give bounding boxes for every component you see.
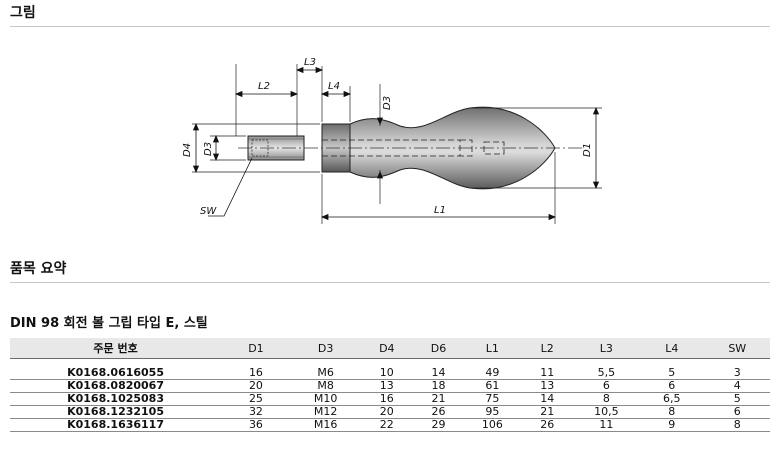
table-row: K0168.0820067 20 M8 13 18 61 13 6 6 4 xyxy=(10,379,770,393)
dim-label-d3-left: D3 xyxy=(203,142,214,156)
dim-label-d1: D1 xyxy=(582,143,593,157)
cell-l1: 106 xyxy=(463,418,521,432)
table-row: K0168.0616055 16 M6 10 14 49 11 5,5 5 3 xyxy=(10,367,770,380)
cell-l3: 5,5 xyxy=(573,367,640,380)
cell-d4: 16 xyxy=(360,392,414,406)
dim-label-l2: L2 xyxy=(258,81,270,92)
col-header-sw: SW xyxy=(704,338,770,359)
technical-drawing: L3 L2 L4 D3 D4 D3 D1 SW L1 xyxy=(182,57,602,224)
cell-d6: 26 xyxy=(413,405,464,419)
cell-order-number: K0168.0616055 xyxy=(10,367,222,380)
col-header-l2: L2 xyxy=(520,338,574,359)
dim-label-d4: D4 xyxy=(182,143,193,157)
product-title: DIN 98 회전 볼 그립 타입 E, 스틸 xyxy=(10,316,208,331)
dim-label-l1: L1 xyxy=(434,205,446,216)
cell-l2: 11 xyxy=(520,367,574,380)
cell-sw: 6 xyxy=(704,405,770,419)
dim-label-sw: SW xyxy=(200,206,217,217)
col-header-l1: L1 xyxy=(463,338,521,359)
cell-l4: 6 xyxy=(639,379,705,393)
cell-order-number: K0168.1232105 xyxy=(10,405,222,419)
cell-l1: 61 xyxy=(463,379,521,393)
col-header-l3: L3 xyxy=(573,338,640,359)
table-row: K0168.1025083 25 M10 16 21 75 14 8 6,5 5 xyxy=(10,392,770,406)
cell-l3: 8 xyxy=(573,392,640,406)
col-header-d3: D3 xyxy=(290,338,361,359)
col-header-d6: D6 xyxy=(413,338,464,359)
cell-order-number: K0168.1025083 xyxy=(10,392,222,406)
cell-d6: 21 xyxy=(413,392,464,406)
cell-d6: 29 xyxy=(413,418,464,432)
cell-sw: 8 xyxy=(704,418,770,432)
cell-l3: 6 xyxy=(573,379,640,393)
cell-l4: 5 xyxy=(639,367,705,380)
table-row: K0168.1232105 32 M12 20 26 95 21 10,5 8 … xyxy=(10,405,770,419)
col-header-d4: D4 xyxy=(360,338,414,359)
cell-d4: 13 xyxy=(360,379,414,393)
cell-d4: 20 xyxy=(360,405,414,419)
cell-l4: 8 xyxy=(639,405,705,419)
cell-l2: 14 xyxy=(520,392,574,406)
cell-d3: M12 xyxy=(290,405,361,419)
cell-order-number: K0168.0820067 xyxy=(10,379,222,393)
dimension-lines xyxy=(192,66,600,221)
cell-l2: 26 xyxy=(520,418,574,432)
dim-label-l4: L4 xyxy=(328,81,340,92)
cell-d4: 22 xyxy=(360,418,414,432)
col-header-d1: D1 xyxy=(221,338,291,359)
col-header-order-number: 주문 번호 xyxy=(10,338,222,359)
cell-d6: 18 xyxy=(413,379,464,393)
cell-l4: 9 xyxy=(639,418,705,432)
table-header-row: 주문 번호 D1 D3 D4 D6 L1 L2 L3 L4 SW xyxy=(10,338,770,359)
cell-d4: 10 xyxy=(360,367,414,380)
extension-lines xyxy=(192,64,602,224)
cell-l2: 21 xyxy=(520,405,574,419)
col-header-l4: L4 xyxy=(639,338,705,359)
section-divider xyxy=(10,26,770,27)
dim-label-d3-top: D3 xyxy=(382,96,393,110)
cell-sw: 5 xyxy=(704,392,770,406)
cell-sw: 4 xyxy=(704,379,770,393)
cell-d3: M16 xyxy=(290,418,361,432)
cell-d6: 14 xyxy=(413,367,464,380)
cell-d1: 32 xyxy=(221,405,291,419)
cell-d3: M6 xyxy=(290,367,361,380)
cell-d3: M8 xyxy=(290,379,361,393)
cell-l4: 6,5 xyxy=(639,392,705,406)
cell-d1: 36 xyxy=(221,418,291,432)
cell-l3: 10,5 xyxy=(573,405,640,419)
cell-d1: 25 xyxy=(221,392,291,406)
cell-d3: M10 xyxy=(290,392,361,406)
cell-l2: 13 xyxy=(520,379,574,393)
cell-d1: 16 xyxy=(221,367,291,380)
cell-l1: 75 xyxy=(463,392,521,406)
cell-l3: 11 xyxy=(573,418,640,432)
cell-sw: 3 xyxy=(704,367,770,380)
spec-table: 주문 번호 D1 D3 D4 D6 L1 L2 L3 L4 SW K0168.0… xyxy=(10,338,770,432)
dim-label-l3: L3 xyxy=(304,57,316,68)
cell-order-number: K0168.1636117 xyxy=(10,418,222,432)
section-divider xyxy=(10,282,770,283)
cell-d1: 20 xyxy=(221,379,291,393)
cell-l1: 95 xyxy=(463,405,521,419)
cell-l1: 49 xyxy=(463,367,521,380)
section-title-summary: 품목 요약 xyxy=(10,261,67,277)
section-title-drawing: 그림 xyxy=(10,5,36,21)
table-row: K0168.1636117 36 M16 22 29 106 26 11 9 8 xyxy=(10,418,770,432)
